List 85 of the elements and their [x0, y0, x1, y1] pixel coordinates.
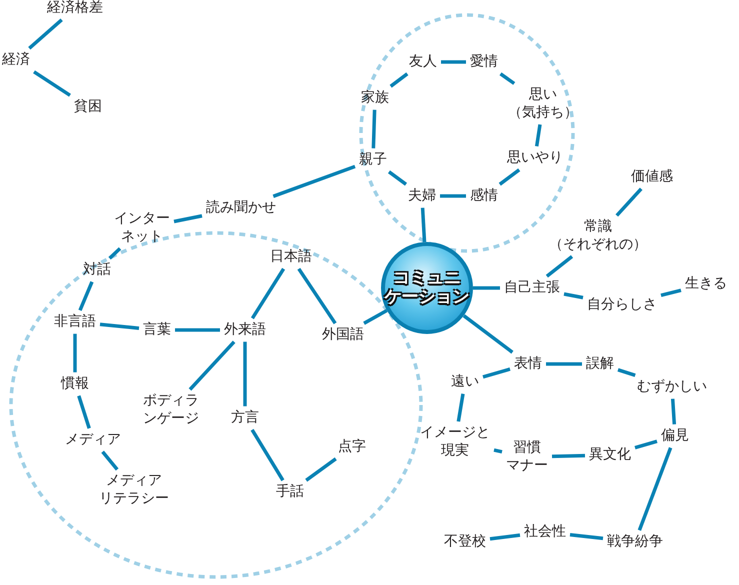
keyword: 外国語 [320, 325, 366, 345]
keyword: 読み聞かせ [204, 198, 278, 218]
connector-line [494, 448, 502, 454]
connector-line [441, 60, 466, 64]
keyword: 生きる [683, 274, 729, 294]
connector-line [372, 110, 376, 148]
connector-line [243, 342, 247, 406]
connector-line [546, 255, 574, 278]
keyword: 経済 [0, 50, 32, 70]
keyword: インターネット [112, 210, 172, 246]
connector-line [634, 440, 658, 450]
keyword: メディア [63, 430, 123, 450]
keyword: 非言語 [52, 312, 98, 332]
connector-line [660, 288, 682, 297]
connector-line [456, 394, 465, 422]
connector-line [616, 188, 642, 217]
connector-line [250, 428, 284, 482]
keyword: 外来語 [222, 320, 268, 340]
connector-line [390, 72, 408, 88]
keyword: 友人 [407, 52, 439, 72]
connector-line [33, 70, 71, 97]
connector-line [482, 367, 510, 379]
keyword: メディアリテラシー [97, 472, 171, 508]
connector-line [77, 395, 91, 429]
keyword: 表情 [512, 354, 544, 374]
connector-line [498, 168, 520, 186]
connector-line [73, 334, 77, 372]
connector-line [552, 454, 586, 458]
keyword: 愛情 [468, 52, 500, 72]
connector-line [188, 340, 236, 391]
keyword: 遠い [449, 372, 481, 392]
connector-line [305, 457, 337, 482]
keyword: 家族 [359, 88, 391, 108]
connector-line [78, 281, 94, 311]
connector-line [499, 72, 516, 85]
connector-line [440, 194, 466, 198]
keyword: 慣報 [59, 374, 91, 394]
keyword: 日本語 [268, 247, 314, 267]
connector-line [546, 362, 582, 366]
connector-line [174, 214, 202, 224]
keyword: 思い（気持ち） [506, 86, 580, 122]
keyword: 点字 [336, 437, 368, 457]
connector-line [638, 447, 672, 531]
keyword: 誤解 [584, 354, 616, 374]
connector-line [28, 18, 63, 50]
keyword: 夫婦 [406, 186, 438, 206]
connector-line [388, 170, 408, 186]
keyword: 言葉 [141, 320, 173, 340]
keyword: 自分らしさ [585, 295, 659, 315]
keyword: イメージと現実 [418, 424, 492, 460]
connector-line [670, 398, 676, 424]
keyword: 社会性 [522, 522, 568, 542]
connector-line [297, 268, 337, 324]
connector-line [363, 308, 388, 325]
keyword: 方言 [229, 408, 261, 428]
keyword: ボディランゲージ [141, 392, 201, 428]
keyword: 手話 [274, 482, 306, 502]
connector-line [175, 328, 220, 332]
keyword: むずかしい [635, 377, 709, 397]
connector-line [570, 533, 604, 540]
keyword: 異文化 [587, 445, 633, 465]
connector-line [473, 286, 500, 290]
keyword: 常識（それぞれの） [547, 218, 649, 254]
keyword: 偏見 [659, 426, 691, 446]
keyword: 感情 [468, 186, 500, 206]
connector-line [534, 124, 542, 147]
keyword: 親子 [357, 150, 389, 170]
connector-line [272, 164, 356, 198]
connector-line [490, 533, 520, 541]
connector-line [101, 450, 119, 471]
keyword: 対話 [81, 260, 113, 280]
keyword: 習慣マナー [504, 438, 550, 476]
keyword: 価値感 [629, 167, 675, 187]
connector-line [250, 268, 286, 320]
keyword: 貧困 [72, 97, 104, 117]
keyword: 思いやり [505, 148, 565, 168]
keyword: 不登校 [442, 532, 488, 552]
connector-line [462, 314, 514, 354]
keyword: 戦争紛争 [605, 532, 665, 552]
connector-line [564, 292, 584, 300]
keyword: 自己主張 [502, 278, 562, 298]
connector-line [108, 247, 122, 260]
connector-line [617, 368, 636, 377]
connector-line [420, 208, 426, 242]
center-circle: コミュニケーション [381, 242, 473, 334]
